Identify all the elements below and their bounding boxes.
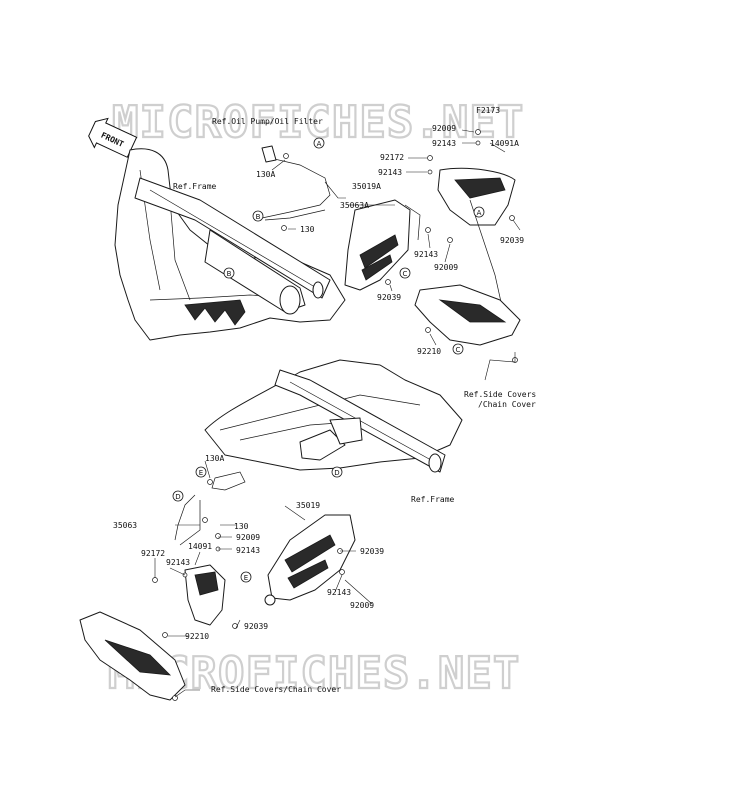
part-92009-bottom-a: 92009 xyxy=(236,533,260,542)
part-92009-top-a: 92009 xyxy=(432,124,456,133)
svg-text:B: B xyxy=(227,270,232,278)
svg-text:E: E xyxy=(244,574,248,582)
part-92172-bottom: 92172 xyxy=(141,549,165,558)
callout-e-2: E xyxy=(240,571,252,583)
bottom-assembly xyxy=(79,359,463,701)
callout-d-1: D xyxy=(331,466,343,478)
part-35063: 35063 xyxy=(113,521,137,530)
diagram-id: F2173 xyxy=(476,106,500,115)
svg-text:A: A xyxy=(477,209,482,217)
ref-side-covers-bottom: Ref.Side Covers/Chain Cover xyxy=(211,685,341,694)
part-92009-top-b: 92009 xyxy=(434,263,458,272)
callout-a-1: A xyxy=(313,137,325,149)
part-92172-top: 92172 xyxy=(380,153,404,162)
ref-side-covers-top-1: Ref.Side Covers xyxy=(464,390,536,399)
callout-d-2: D xyxy=(172,490,184,502)
ref-oil-pump: Ref.Oil Pump/Oil Filter xyxy=(212,117,323,126)
callout-c-1: C xyxy=(399,267,411,279)
callout-e-1: E xyxy=(195,466,207,478)
part-14091: 14091 xyxy=(188,542,212,551)
part-130A-bottom: 130A xyxy=(205,454,224,463)
part-92039-top-b: 92039 xyxy=(377,293,401,302)
callout-b-2: B xyxy=(223,267,235,279)
svg-text:E: E xyxy=(199,469,203,477)
part-92009-bottom-b: 92009 xyxy=(350,601,374,610)
part-92143-bottom-b: 92143 xyxy=(166,558,190,567)
part-35063A: 35063A xyxy=(340,201,369,210)
part-92039-bottom-a: 92039 xyxy=(360,547,384,556)
part-14091A: 14091A xyxy=(490,139,519,148)
top-assembly xyxy=(114,129,521,381)
ref-frame-bottom: Ref.Frame xyxy=(411,495,455,504)
svg-text:B: B xyxy=(256,213,261,221)
part-92039-top-a: 92039 xyxy=(500,236,524,245)
part-130-bottom: 130 xyxy=(234,522,249,531)
svg-text:D: D xyxy=(334,469,339,477)
front-arrow-icon: FRONT xyxy=(88,117,138,158)
part-35019: 35019 xyxy=(296,501,320,510)
part-92143-top-c: 92143 xyxy=(414,250,438,259)
callout-c-2: C xyxy=(452,343,464,355)
part-92039-bottom-b: 92039 xyxy=(244,622,268,631)
frame-rail-top xyxy=(134,177,331,299)
part-130-top: 130 xyxy=(300,225,315,234)
svg-text:C: C xyxy=(403,270,408,278)
part-92210-bottom: 92210 xyxy=(185,632,209,641)
ref-side-covers-top-2: /Chain Cover xyxy=(478,400,536,409)
svg-text:D: D xyxy=(175,493,180,501)
part-92143-top-a: 92143 xyxy=(432,139,456,148)
part-35019A: 35019A xyxy=(352,182,381,191)
part-92143-bottom-a: 92143 xyxy=(236,546,260,555)
callout-b-1: B xyxy=(252,210,264,222)
callout-a-2: A xyxy=(473,206,485,218)
part-92210-top: 92210 xyxy=(417,347,441,356)
part-92143-bottom-c: 92143 xyxy=(327,588,351,597)
part-130A-top: 130A xyxy=(256,170,275,179)
svg-text:C: C xyxy=(456,346,461,354)
svg-text:A: A xyxy=(317,140,322,148)
part-92143-top-b: 92143 xyxy=(378,168,402,177)
ref-frame-top: Ref.Frame xyxy=(173,182,217,191)
